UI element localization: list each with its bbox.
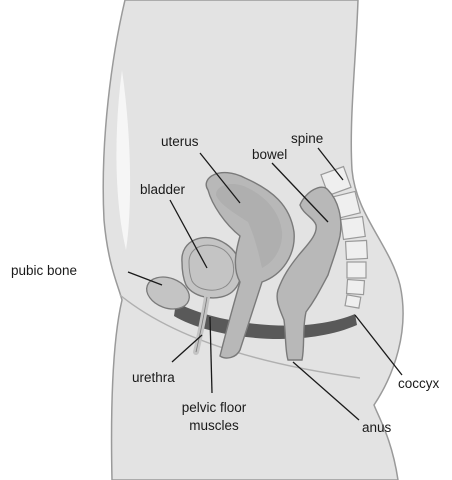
label-uterus: uterus [161, 134, 199, 149]
label-urethra: urethra [132, 370, 175, 385]
label-anus: anus [362, 420, 392, 435]
label-spine: spine [291, 131, 323, 146]
label-pelvic-floor-line2: muscles [189, 418, 239, 433]
label-coccyx: coccyx [398, 376, 440, 391]
label-pubic-bone: pubic bone [11, 263, 77, 278]
label-pelvic-floor-line1: pelvic floor [182, 400, 247, 415]
label-bowel: bowel [252, 147, 287, 162]
label-bladder: bladder [140, 182, 186, 197]
